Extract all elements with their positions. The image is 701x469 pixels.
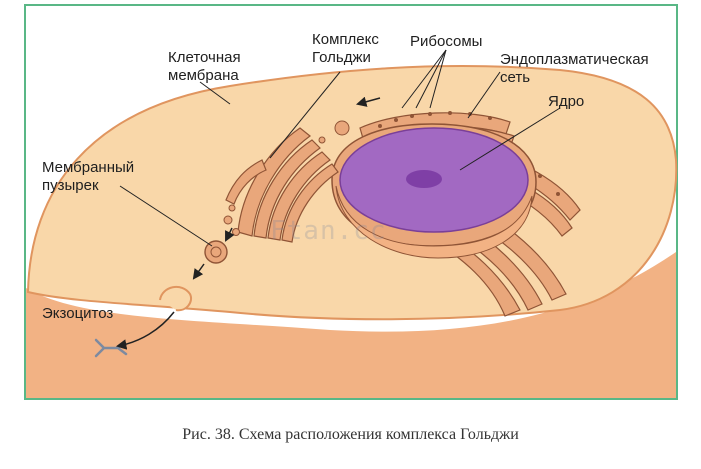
exocytosis-fold [159,285,192,312]
vesicle-core [210,246,222,258]
cell-body-lower [26,252,676,398]
label-membrane-2: мембрана [168,67,239,84]
figure-caption: Рис. 38. Схема расположения комплекса Го… [182,426,519,443]
leader-lines [119,49,561,247]
label-nucleus: Ядро [548,93,584,110]
membrane-vesicle [204,240,228,264]
label-exocytosis: Экзоцитоз [42,305,113,322]
label-membrane-1: Клеточная [168,49,241,66]
label-golgi-1: Комплекс [312,31,379,48]
nucleus-cut-face [335,185,533,259]
label-vesicle-1: Мембранный [42,159,134,176]
label-er-2: сеть [500,69,530,86]
process-arrows [115,96,381,350]
golgi-stacks [225,127,339,243]
label-vesicle-2: пузырек [42,177,99,194]
watermark: Ftan.cc [270,216,387,246]
label-golgi-2: Гольджи [312,49,371,66]
label-er-1: Эндоплазматическая [500,51,649,68]
ribosomes [378,111,560,196]
label-ribosomes: Рибосомы [410,33,482,50]
nucleolus [406,170,442,188]
